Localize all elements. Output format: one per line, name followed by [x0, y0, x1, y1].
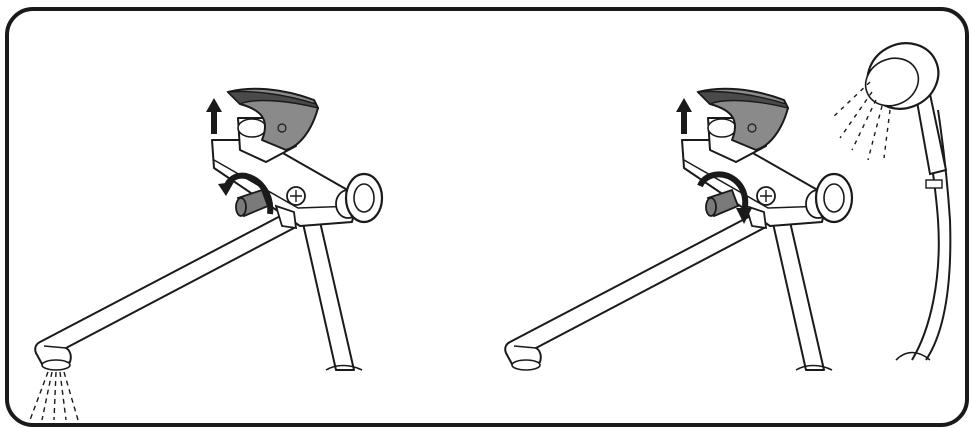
instruction-figure — [0, 0, 972, 428]
